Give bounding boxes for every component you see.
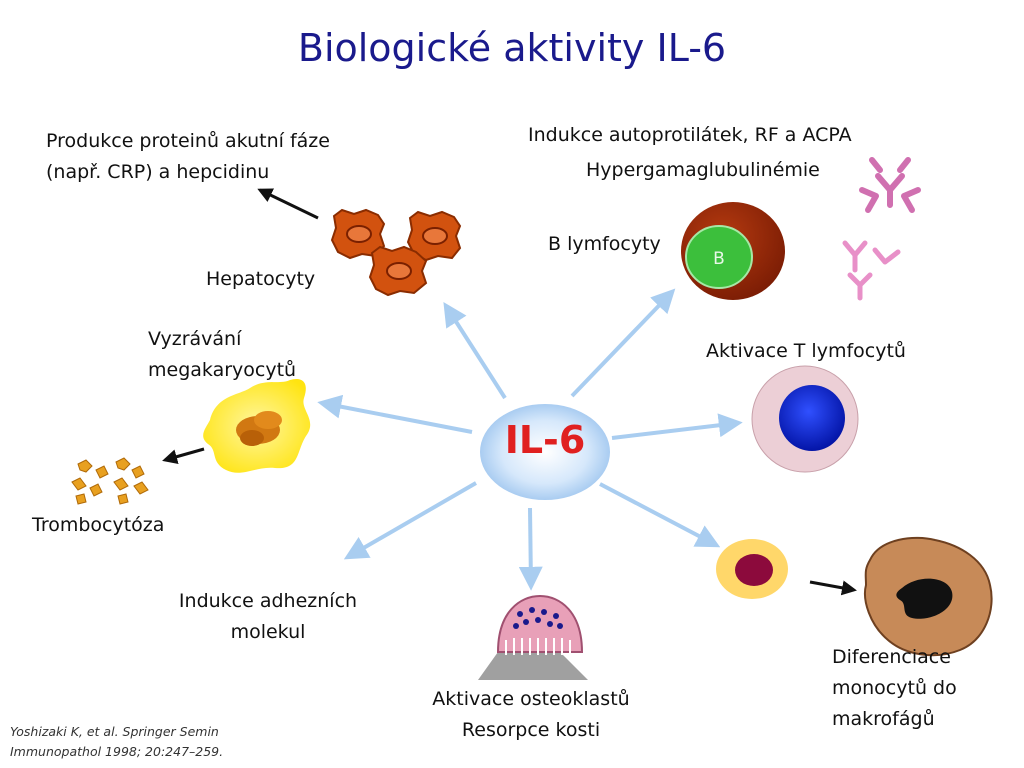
- arrow-hepatocytes-to-proteins: [257, 188, 319, 220]
- monocyte-icon: [716, 539, 788, 599]
- label-osteoclast: Aktivace osteoklastů Resorpce kosti: [432, 688, 630, 741]
- hepatocytes-icon: [330, 208, 462, 297]
- arrow-to-megakaryocyte: [317, 394, 473, 434]
- arrow-to-b-cells: [570, 288, 676, 398]
- arrow-to-osteoclasts: [518, 507, 543, 591]
- macrophage-icon: [864, 536, 993, 657]
- arrow-to-monocytes: [599, 482, 721, 548]
- arrow-to-adhesion: [343, 481, 478, 560]
- platelets-icon: [71, 457, 149, 505]
- label-autoantibodies: Indukce autoprotilátek, RF a ACPA: [528, 124, 852, 146]
- il6-center-label: IL-6: [504, 418, 586, 462]
- megakaryocyte-icon: [203, 378, 311, 473]
- label-hypergamma: Hypergamaglubulinémie: [586, 159, 820, 181]
- label-adhesion: Indukce adhezních molekul: [178, 590, 358, 643]
- label-megakaryocyte: Vyzrávání megakaryocytů: [148, 328, 297, 381]
- antibodies-icon: [842, 157, 921, 301]
- b-cell-letter: B: [713, 249, 725, 269]
- il6-ellipse: [480, 404, 610, 500]
- arrow-mega-to-platelets: [162, 447, 205, 464]
- black-arrows: [162, 188, 857, 596]
- radiating-arrows: [317, 288, 743, 591]
- label-monocyte: Diferenciace monocytů do makrofágů: [832, 646, 957, 730]
- citation: Yoshizaki K, et al. Springer Semin Immun…: [10, 724, 224, 759]
- osteoclast-icon: [478, 594, 588, 680]
- b-cell-icon: [681, 202, 785, 300]
- label-t-cell: Aktivace T lymfocytů: [706, 340, 906, 362]
- t-cell-icon: [751, 365, 859, 473]
- arrow-to-hepatocytes: [443, 301, 507, 400]
- arrow-monocyte-to-macrophage: [809, 580, 857, 596]
- label-thrombocytosis: Trombocytóza: [32, 514, 165, 536]
- label-acute-phase: Produkce proteinů akutní fáze (např. CRP…: [46, 130, 330, 183]
- label-hepatocytes: Hepatocyty: [206, 268, 316, 290]
- label-b-cell: B lymfocyty: [548, 233, 661, 255]
- page-title: Biologické aktivity IL-6: [297, 26, 727, 70]
- arrow-to-t-cells: [611, 413, 743, 440]
